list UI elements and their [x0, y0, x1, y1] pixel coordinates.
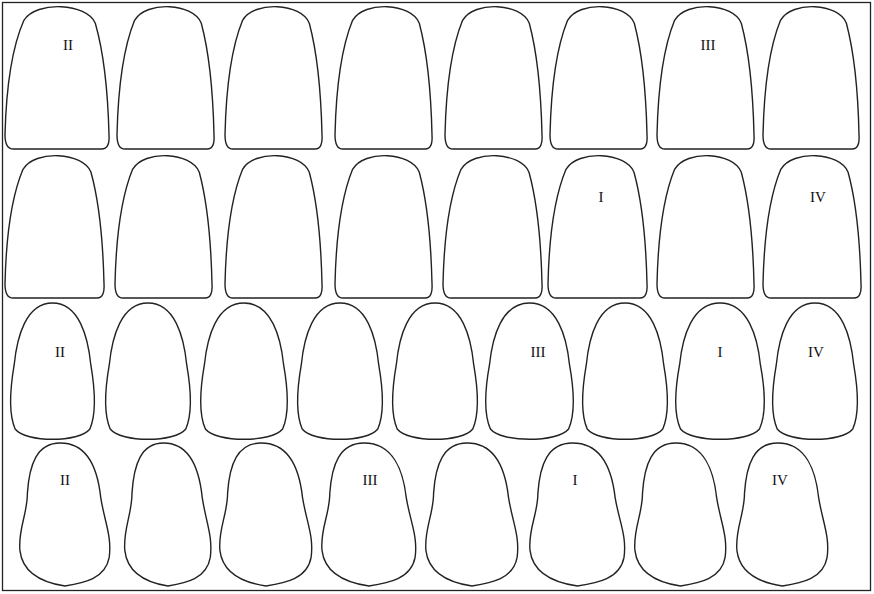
specimen-outline — [106, 303, 191, 439]
labeled-outline: I — [673, 303, 767, 440]
labeled-outline: II — [8, 303, 97, 440]
outline-shape — [320, 443, 418, 586]
labeled-outline: IV — [735, 443, 830, 586]
labeled-outline: IV — [770, 303, 860, 440]
roman-numeral: I — [718, 345, 723, 360]
specimen-outline — [773, 303, 858, 439]
specimen-outline — [298, 303, 383, 439]
roman-numeral: III — [701, 38, 716, 53]
outline-shape — [763, 155, 862, 298]
roman-numeral: IV — [808, 345, 824, 360]
specimen-outline — [393, 303, 478, 439]
roman-numeral: III — [531, 345, 546, 360]
specimen-outline — [763, 156, 861, 298]
outline-shape — [673, 303, 767, 440]
specimen-outline — [737, 443, 828, 586]
specimen-outline — [550, 7, 647, 149]
roman-numeral: I — [599, 190, 604, 205]
outline-shape — [528, 443, 627, 586]
outline-shape — [8, 303, 97, 440]
specimen-outline — [5, 7, 109, 149]
specimen-outline — [548, 156, 647, 298]
specimen-outline — [657, 156, 754, 298]
labeled-outline: II — [5, 6, 110, 149]
specimen-outline — [763, 7, 859, 149]
outline-shape — [483, 303, 576, 440]
specimen-outline — [335, 156, 432, 298]
roman-numeral: II — [60, 473, 70, 488]
labeled-outline: III — [483, 303, 576, 440]
specimen-outline — [486, 303, 573, 439]
specimen-outline — [635, 443, 726, 586]
specimen-outline — [225, 7, 322, 149]
labeled-outline: III — [320, 443, 418, 586]
roman-numeral: I — [573, 473, 578, 488]
specimen-outline — [657, 7, 754, 149]
specimen-outline — [676, 303, 764, 439]
roman-numeral: III — [363, 473, 378, 488]
outline-shape — [770, 303, 860, 440]
labeled-outline: II — [18, 443, 112, 586]
specimen-outline — [115, 156, 212, 298]
specimen-outline — [443, 156, 542, 298]
specimen-outline — [220, 443, 312, 586]
specimen-outline — [445, 7, 542, 149]
outline-shape — [735, 443, 830, 586]
roman-numeral: IV — [772, 473, 788, 488]
specimen-outline — [20, 443, 110, 586]
frame-border — [3, 3, 871, 591]
specimen-outline — [322, 443, 416, 586]
roman-numeral: IV — [810, 190, 826, 205]
specimen-outline — [5, 156, 104, 298]
specimen-outline — [201, 303, 288, 439]
labeled-outline: III — [657, 6, 755, 149]
specimen-outline — [11, 303, 95, 439]
specimen-outline — [530, 443, 625, 586]
specimen-outline — [335, 7, 432, 149]
outline-shape — [5, 6, 110, 149]
outline-shape — [18, 443, 112, 586]
roman-numeral: II — [55, 345, 65, 360]
specimen-outline — [225, 156, 322, 298]
specimen-outline — [426, 443, 518, 586]
outline-shape — [657, 6, 755, 149]
labeled-outline: I — [548, 155, 648, 298]
specimen-outline — [125, 443, 211, 586]
outline-shape — [548, 155, 648, 298]
specimen-outline — [583, 303, 668, 439]
labeled-outline: IV — [763, 155, 862, 298]
labeled-outline: I — [528, 443, 627, 586]
roman-numeral: II — [63, 38, 73, 53]
specimen-outline — [117, 7, 214, 149]
